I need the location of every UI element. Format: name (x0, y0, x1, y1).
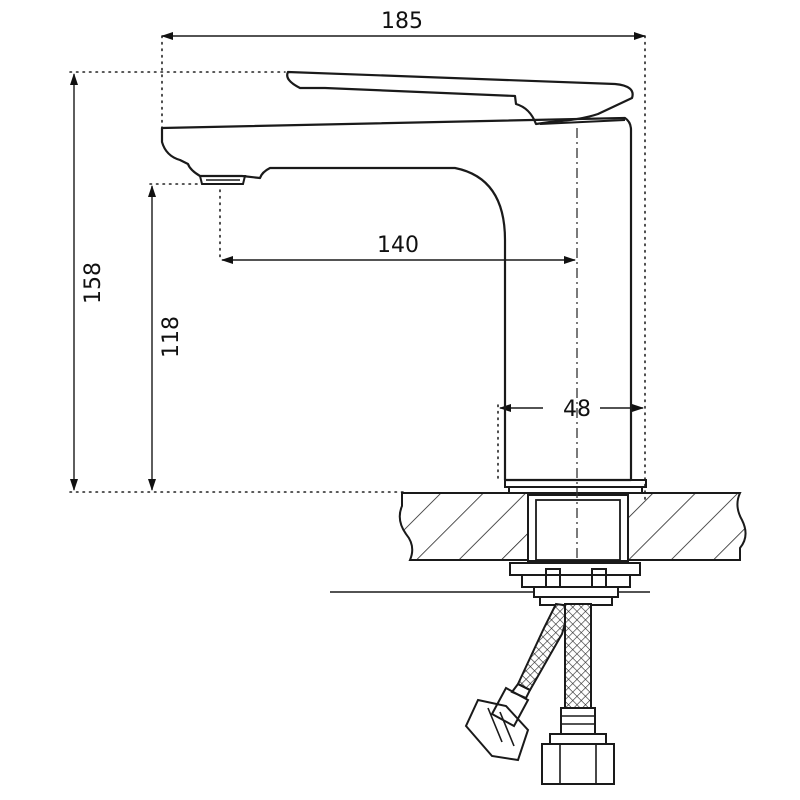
dimension-158: 158 (70, 73, 106, 491)
countertop-section (398, 492, 747, 561)
supply-hose-angled (464, 602, 572, 762)
dimension-label-spout-height: 118 (159, 316, 184, 358)
faucet-spout (160, 116, 633, 482)
mounting-stud (527, 494, 629, 562)
dimension-label-spout-reach: 140 (377, 233, 419, 258)
mounting-hardware (330, 562, 650, 606)
dimension-140: 140 (221, 233, 576, 264)
supply-hose-straight (541, 603, 615, 785)
dimension-48: 48 (499, 397, 644, 422)
base-flange (504, 479, 647, 494)
dimension-118: 118 (148, 185, 184, 491)
extension-lines (69, 35, 646, 501)
dimension-label-overall-height: 158 (81, 262, 106, 304)
aerator (198, 175, 247, 185)
faucet-lever (286, 70, 634, 126)
dimension-185: 185 (161, 9, 646, 40)
dimension-label-overall-width: 185 (381, 9, 423, 34)
